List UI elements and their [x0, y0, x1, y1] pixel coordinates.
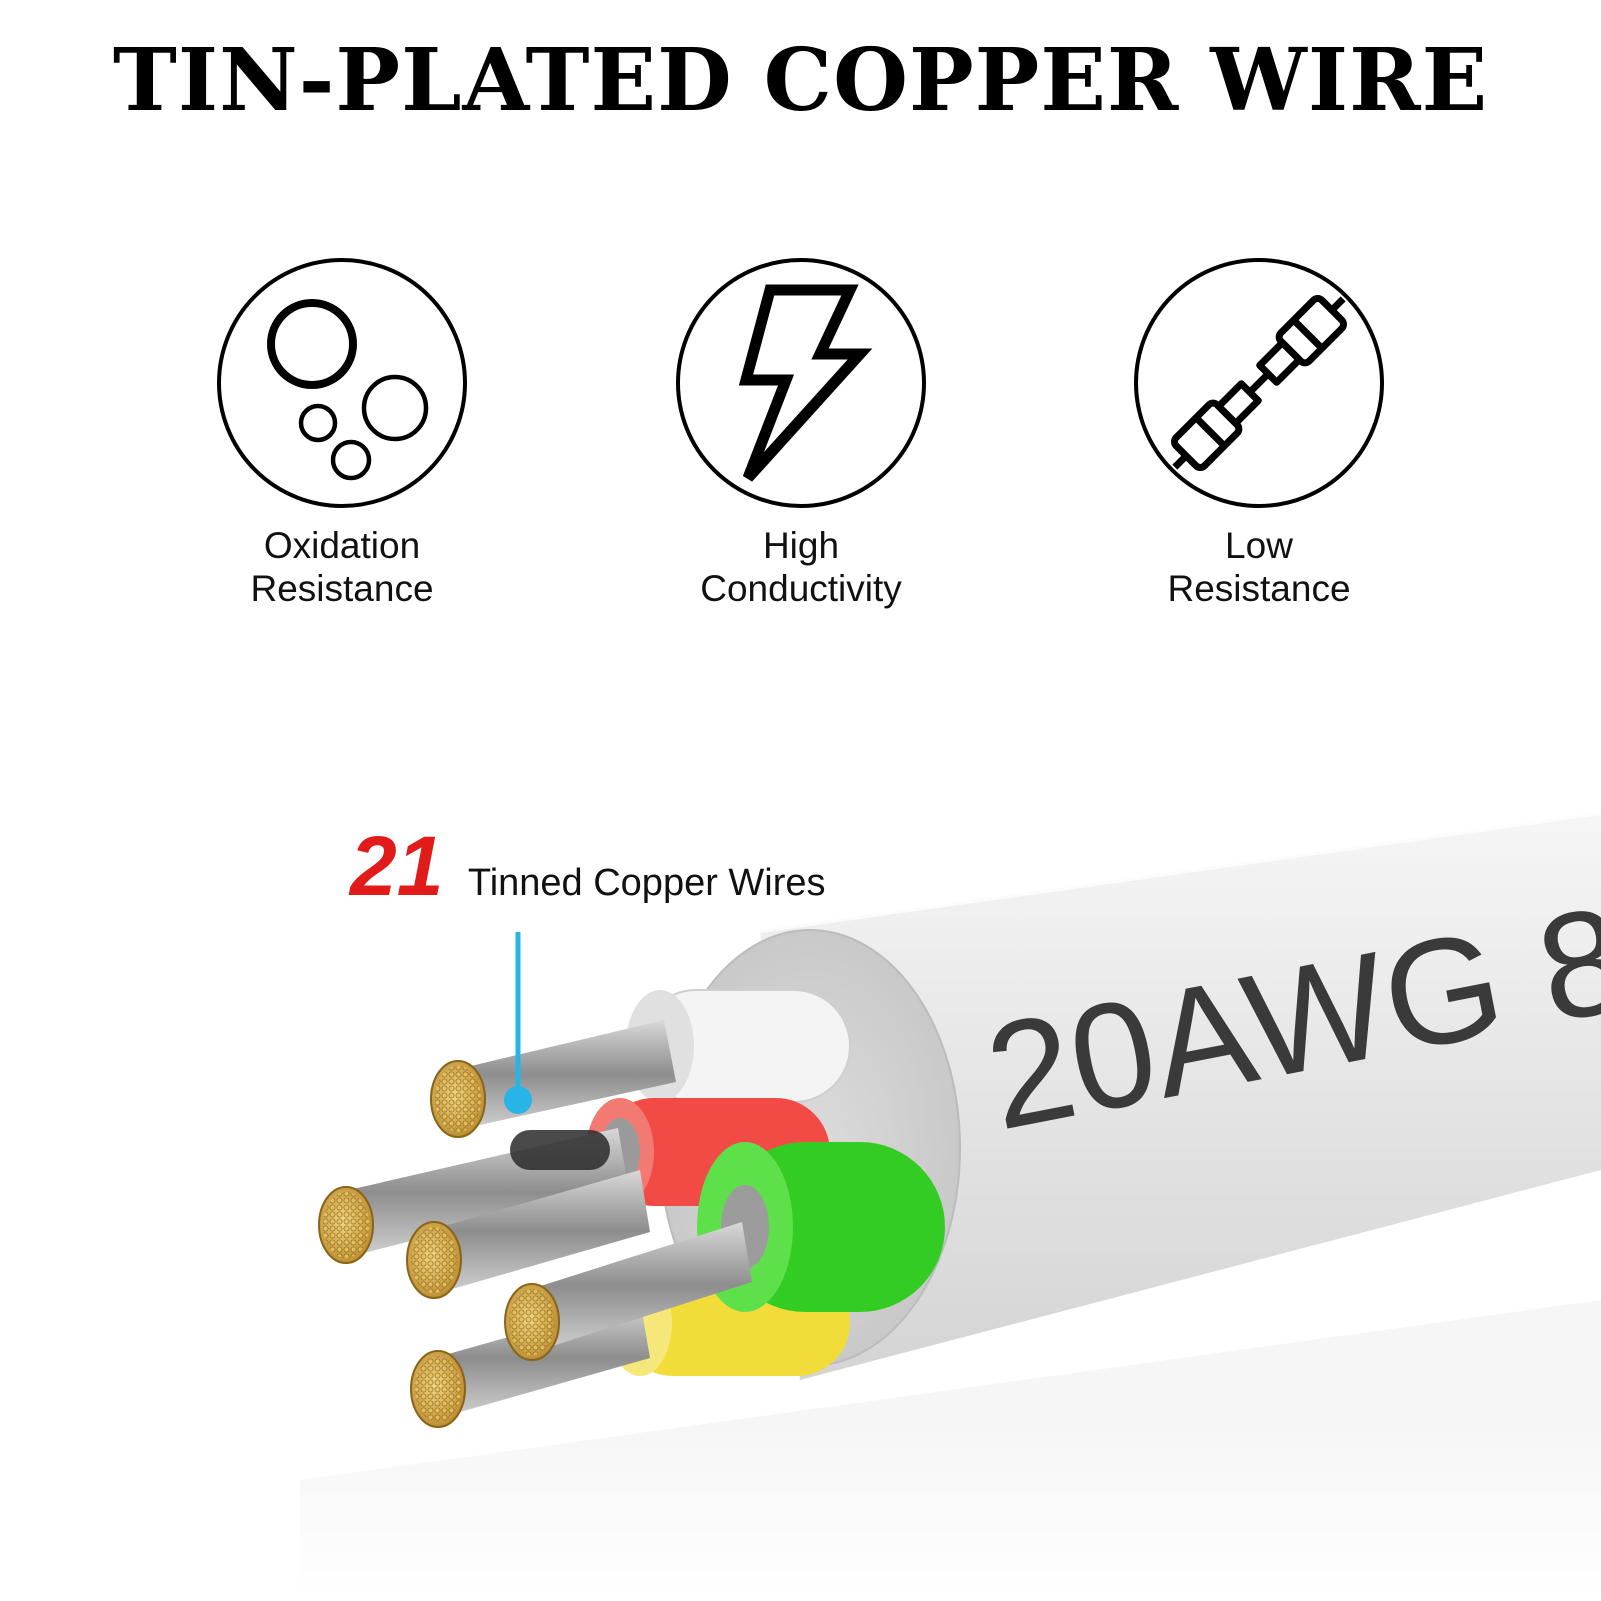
feature-label: High Conductivity: [700, 525, 902, 609]
wire-connector-icon: [1134, 258, 1384, 508]
feature-low-resistance: Low Resistance: [1109, 256, 1409, 610]
bubbles-icon: [217, 258, 467, 508]
feature-high-conductivity: High Conductivity: [651, 256, 951, 610]
callout-pointer-dot: [504, 1086, 532, 1114]
feature-oxidation-resistance: Oxidation Resistance: [192, 256, 492, 610]
green-conductor: [504, 1142, 945, 1361]
page-title: TIN-PLATED COPPER WIRE: [112, 30, 1489, 131]
strand-count: 21: [350, 819, 444, 913]
cable-jacket: [760, 812, 1601, 1380]
middle-strand: [406, 1170, 650, 1299]
strand-description: Tinned Copper Wires: [467, 862, 826, 904]
cable-cross-section-illustration: 20AWG 80: [0, 809, 1601, 1601]
feature-label: Oxidation Resistance: [250, 525, 434, 609]
strand-count-callout: 21 Tinned Copper Wires: [350, 818, 826, 915]
lightning-bolt-icon: [676, 258, 926, 508]
feature-label: Low Resistance: [1167, 525, 1351, 609]
